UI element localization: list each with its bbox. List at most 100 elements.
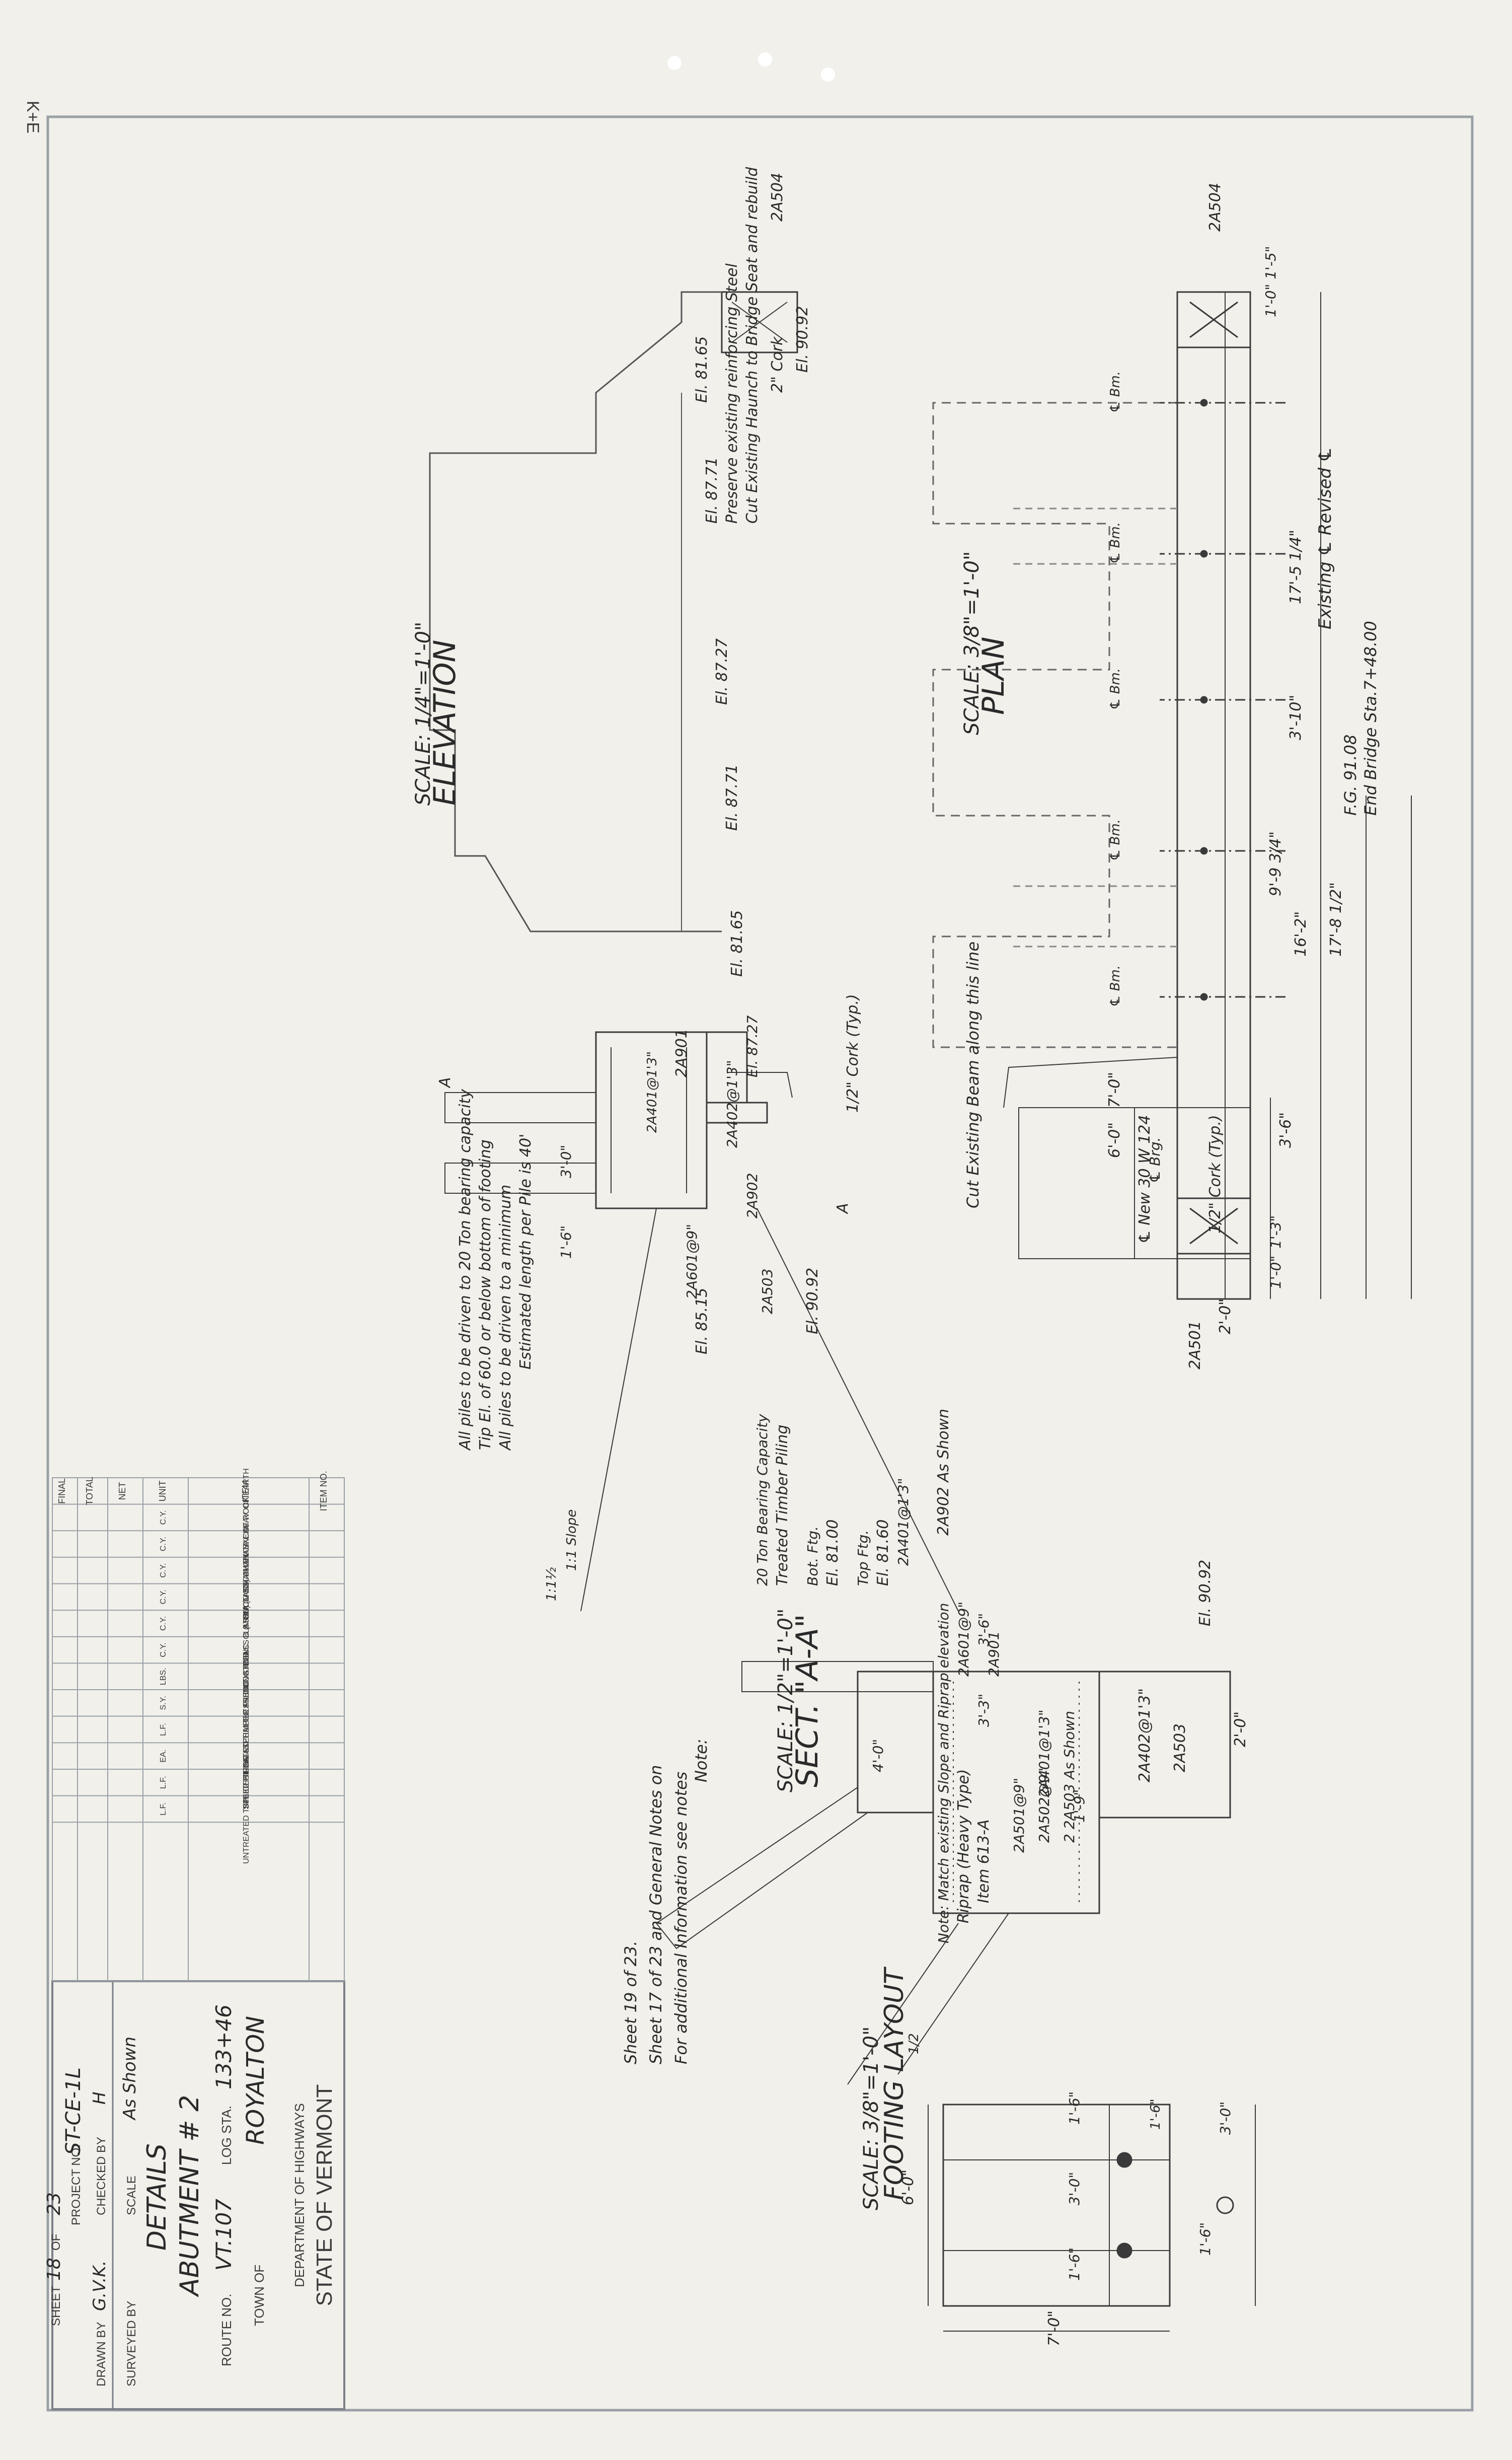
plan-dim-7-0: 7'-0" <box>1106 1072 1123 1108</box>
tb-of-label: OF <box>49 2234 63 2251</box>
plan-dim-17-5: 17'-5 1/4" <box>1287 530 1305 604</box>
plan-end-bridge: End Bridge Sta.7+48.00 <box>1361 621 1380 816</box>
plan-dim-top: 1'-0" 1'-5" <box>1262 246 1279 317</box>
qt-header-1: ITEM <box>241 1480 251 1502</box>
tb-project: ST-CE-1L <box>62 2067 85 2155</box>
sect-bar-2a502: 2A502@9" <box>1036 1768 1052 1843</box>
ftg-scale: SCALE: 3/8"=1'-0" <box>860 2027 883 2210</box>
qt-cell: UNTREATED TIMBER PILING <box>242 1754 251 1864</box>
ftg-dim-6-0: 6'-0" <box>899 2169 917 2205</box>
plan-labels: 2A504 Existing ℄ Revised ℄ End Bridge St… <box>960 183 1380 1369</box>
section-view <box>655 1661 1231 2085</box>
sect-el-top: El. 90.92 <box>1196 1560 1214 1626</box>
elev-el-8727: El. 87.27 <box>713 638 731 705</box>
elev-bar-2a504: 2A504 <box>769 173 786 222</box>
sect-bar-2a503: 2A503 <box>1171 1723 1189 1772</box>
elev-el-8165a: El. 81.65 <box>693 336 711 403</box>
tb-state: STATE OF VERMONT <box>312 2084 337 2306</box>
qt-cell: L.F. <box>159 1723 168 1736</box>
elev-el-8727b: El. 87.27 <box>744 1015 761 1077</box>
elev-note-tip: Tip El. of 60.0 or below bottom of footi… <box>477 1139 494 1450</box>
elev-el-8771: El. 87.71 <box>703 457 721 524</box>
plan-view <box>932 291 1412 1300</box>
ftg-dim-7-0: 7'-0" <box>1045 2310 1063 2346</box>
elev-el-8771b: El. 87.71 <box>723 764 741 831</box>
qt-cell: L.F. <box>159 1776 168 1789</box>
ftg-dim-1-6c: 1'-6" <box>1197 2222 1214 2256</box>
plan-bm-3: ℄ Bm. <box>1108 668 1123 710</box>
qt-cell: LBS. <box>159 1668 168 1685</box>
elev-el-top: El. 90.92 <box>794 306 811 373</box>
qt-cell: SPLICES FOR STEEL PILES <box>242 1703 251 1809</box>
tb-drawn-by: G.V.K. <box>90 2261 110 2311</box>
sect-dim-3-6: 3'-6" <box>975 1613 992 1646</box>
tb-of: 23 <box>44 2192 64 2215</box>
sect-bot-ftg: Bot. Ftg. <box>804 1526 821 1586</box>
punch-hole <box>821 67 835 82</box>
elev-bar-2a901: 2A901 <box>673 1029 691 1077</box>
qt-header-3: NET <box>117 1482 127 1500</box>
punch-hole <box>667 56 682 70</box>
tb-title2: DETAILS <box>142 2143 172 2251</box>
footing-labels: 3'-0" 1'-6" 1'-6" 3'-0" 1'-6" 6'-0" 7'-0… <box>860 1966 1234 2346</box>
sect-dim-1-9: 1'-9" <box>1071 1789 1088 1823</box>
elev-slope2: 1:1½ <box>544 1567 559 1601</box>
qt-cell: CONC. CLASS A (MOD) <box>242 1579 251 1667</box>
plan-existing-cl: Existing ℄ Revised ℄ <box>1315 447 1335 629</box>
qt-cell: C.Y. <box>159 1589 168 1604</box>
qt-cell: STRUCT. EXCAV. <box>242 1565 251 1629</box>
sect-capacity: 20 Ton Bearing Capacity <box>754 1414 771 1586</box>
elev-cork-typ: 1/2" Cork (Typ.) <box>844 994 862 1113</box>
elevation-labels: 2A504 El. 90.92 2" Cork Cut Existing Hau… <box>412 167 862 1601</box>
plan-beam: ℄ New 30 W 124 <box>1136 1115 1154 1244</box>
ftg-dim-1-6a: 1'-6" <box>1066 2091 1083 2125</box>
plan-dim-17-8: 17'-8 1/2" <box>1327 882 1345 957</box>
sect-bar-2a601a: 2A601@9" <box>955 1602 972 1677</box>
plan-bm-2: ℄ Bm. <box>1108 522 1123 564</box>
plan-dim-1-0: 1'-0" <box>1267 1256 1284 1289</box>
plan-bar-2a504: 2A504 <box>1206 183 1224 232</box>
tb-town: ROYALTON <box>242 2016 270 2145</box>
qt-header-5: FINAL <box>57 1478 67 1504</box>
tb-department: DEPARTMENT OF HIGHWAYS <box>292 2103 307 2287</box>
plan-brg: ℄ Brg. <box>1147 1137 1163 1183</box>
plan-dim-2-0: 2'-0" <box>1217 1298 1234 1334</box>
tb-route: VT.107 <box>211 2199 236 2271</box>
elev-el-8165b: El. 81.65 <box>728 910 746 977</box>
sect-title: SECT. "A-A" <box>790 1614 825 1787</box>
note-line1: For additional Information see notes <box>671 1772 691 2064</box>
tb-title1: ABUTMENT # 2 <box>175 2095 205 2297</box>
sect-bar-2a401b: 2A401@1'3" <box>1036 1709 1052 1797</box>
note-heading: Note: <box>692 1739 711 1782</box>
section-labels: El. 90.92 2'-0" 2A503 2A402@1'3" 2A902 A… <box>754 1409 1249 2054</box>
elev-cork: 2" Cork <box>769 336 786 393</box>
sect-riprap: Riprap (Heavy Type) <box>955 1769 972 1923</box>
elev-bar-2a401: 2A401@1'3" <box>645 1051 660 1133</box>
tb-town-label: TOWN OF <box>252 2265 267 2326</box>
sect-dim-3-3: 3'-3" <box>975 1694 992 1727</box>
plan-dim-16-2: 16'-2" <box>1292 911 1310 957</box>
plan-dim-3-10: 3'-10" <box>1287 695 1305 740</box>
sect-bar-2a402: 2A402@1'3" <box>1136 1688 1154 1782</box>
qt-cell: C.Y. <box>159 1510 168 1525</box>
general-note: Note: For additional Information see not… <box>621 1739 711 2064</box>
ftg-dim-3-0b: 3'-0" <box>1066 2172 1083 2205</box>
elev-bar-2a902: 2A902 <box>744 1173 761 1218</box>
tb-checked-label: CHECKED BY <box>95 2137 108 2215</box>
elev-cut-haunch: Cut Existing Haunch to Bridge Seat and r… <box>743 167 761 524</box>
qt-cell: C.Y. <box>159 1643 168 1657</box>
rotated-drawing: K+E STATE OF VERMONT DEPARTMENT OF HIGHW… <box>23 101 1412 2410</box>
sect-bar-2a901: 2A901 <box>986 1631 1002 1677</box>
qt-header-4: TOTAL <box>85 1477 95 1505</box>
qt-cell: C.Y. <box>159 1537 168 1551</box>
elev-note-pile: Estimated length per Pile is 40' <box>517 1134 535 1369</box>
sect-dim-2-0: 2'-0" <box>1232 1711 1249 1747</box>
sect-bar-2a401: 2A401@1'3" <box>895 1478 912 1566</box>
qt-cell: EA. <box>159 1750 168 1763</box>
elev-dim-3-0: 3'-0" <box>558 1145 574 1178</box>
elev-preserve: Preserve existing reinforcing Steel <box>723 263 741 524</box>
plan-dim-3-6: 3'-6" <box>1277 1112 1295 1148</box>
ftg-dim-3-0: 3'-0" <box>1217 2102 1234 2135</box>
